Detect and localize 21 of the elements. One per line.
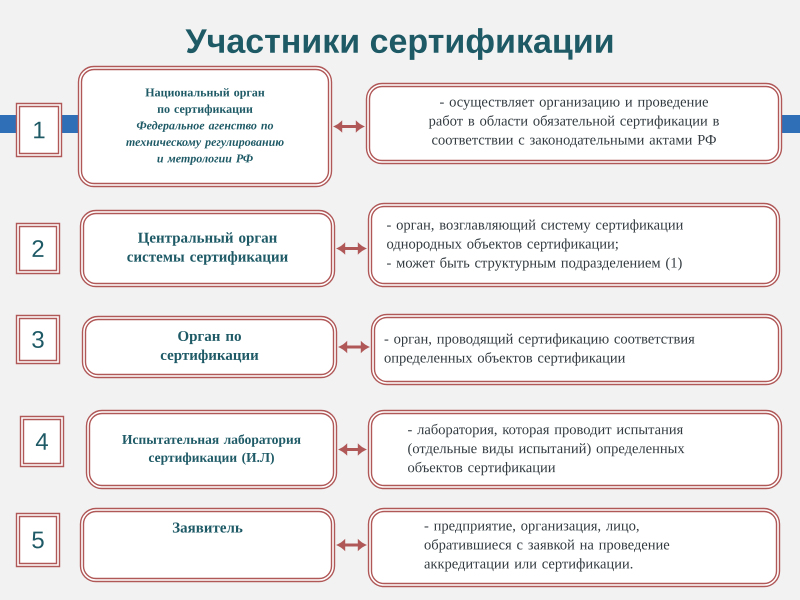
participant-box: Испытательная лаборатория сертификации (И.Л) — [86, 410, 338, 490]
participant-box: Заявитель — [80, 508, 336, 582]
double-arrow — [337, 540, 366, 550]
number-box: 2 — [16, 222, 60, 274]
description-box: - предприятие, организация, лицо, обратившиеся с заявкой на проведение аккредитации или сертификации. — [368, 508, 780, 588]
participant-box: Центральный орган системы сертификации — [80, 210, 336, 288]
double-arrow — [334, 121, 364, 132]
double-arrow — [339, 342, 369, 352]
participant-box: Национальный орган по сертификации Федеральное агенство по техническому регулированию и метрологии РФ — [78, 66, 332, 188]
double-arrow — [337, 243, 366, 254]
number-box: 4 — [20, 416, 64, 468]
double-arrow — [339, 444, 366, 455]
description-box: - осуществляет организацию и проведение работ в области обязательной сертификации в соответствии с законодательными актами РФ — [366, 82, 782, 164]
number-box: 5 — [16, 512, 60, 568]
number-box: 3 — [16, 314, 60, 364]
description-box: - лаборатория, которая проводит испытания (отдельные виды испытаний) определенных объектов сертификации — [368, 410, 782, 490]
description-box: - орган, возглавляющий систему сертификации однородных объектов сертификации; - может быть структурным подразделением (1) — [368, 202, 780, 288]
title: Участники сертификации — [185, 28, 612, 60]
number-box: 1 — [16, 102, 62, 158]
participant-box: Орган по сертификации — [82, 316, 338, 378]
description-box: - орган, проводящий сертификацию соответствия определенных объектов сертификации — [370, 314, 782, 386]
